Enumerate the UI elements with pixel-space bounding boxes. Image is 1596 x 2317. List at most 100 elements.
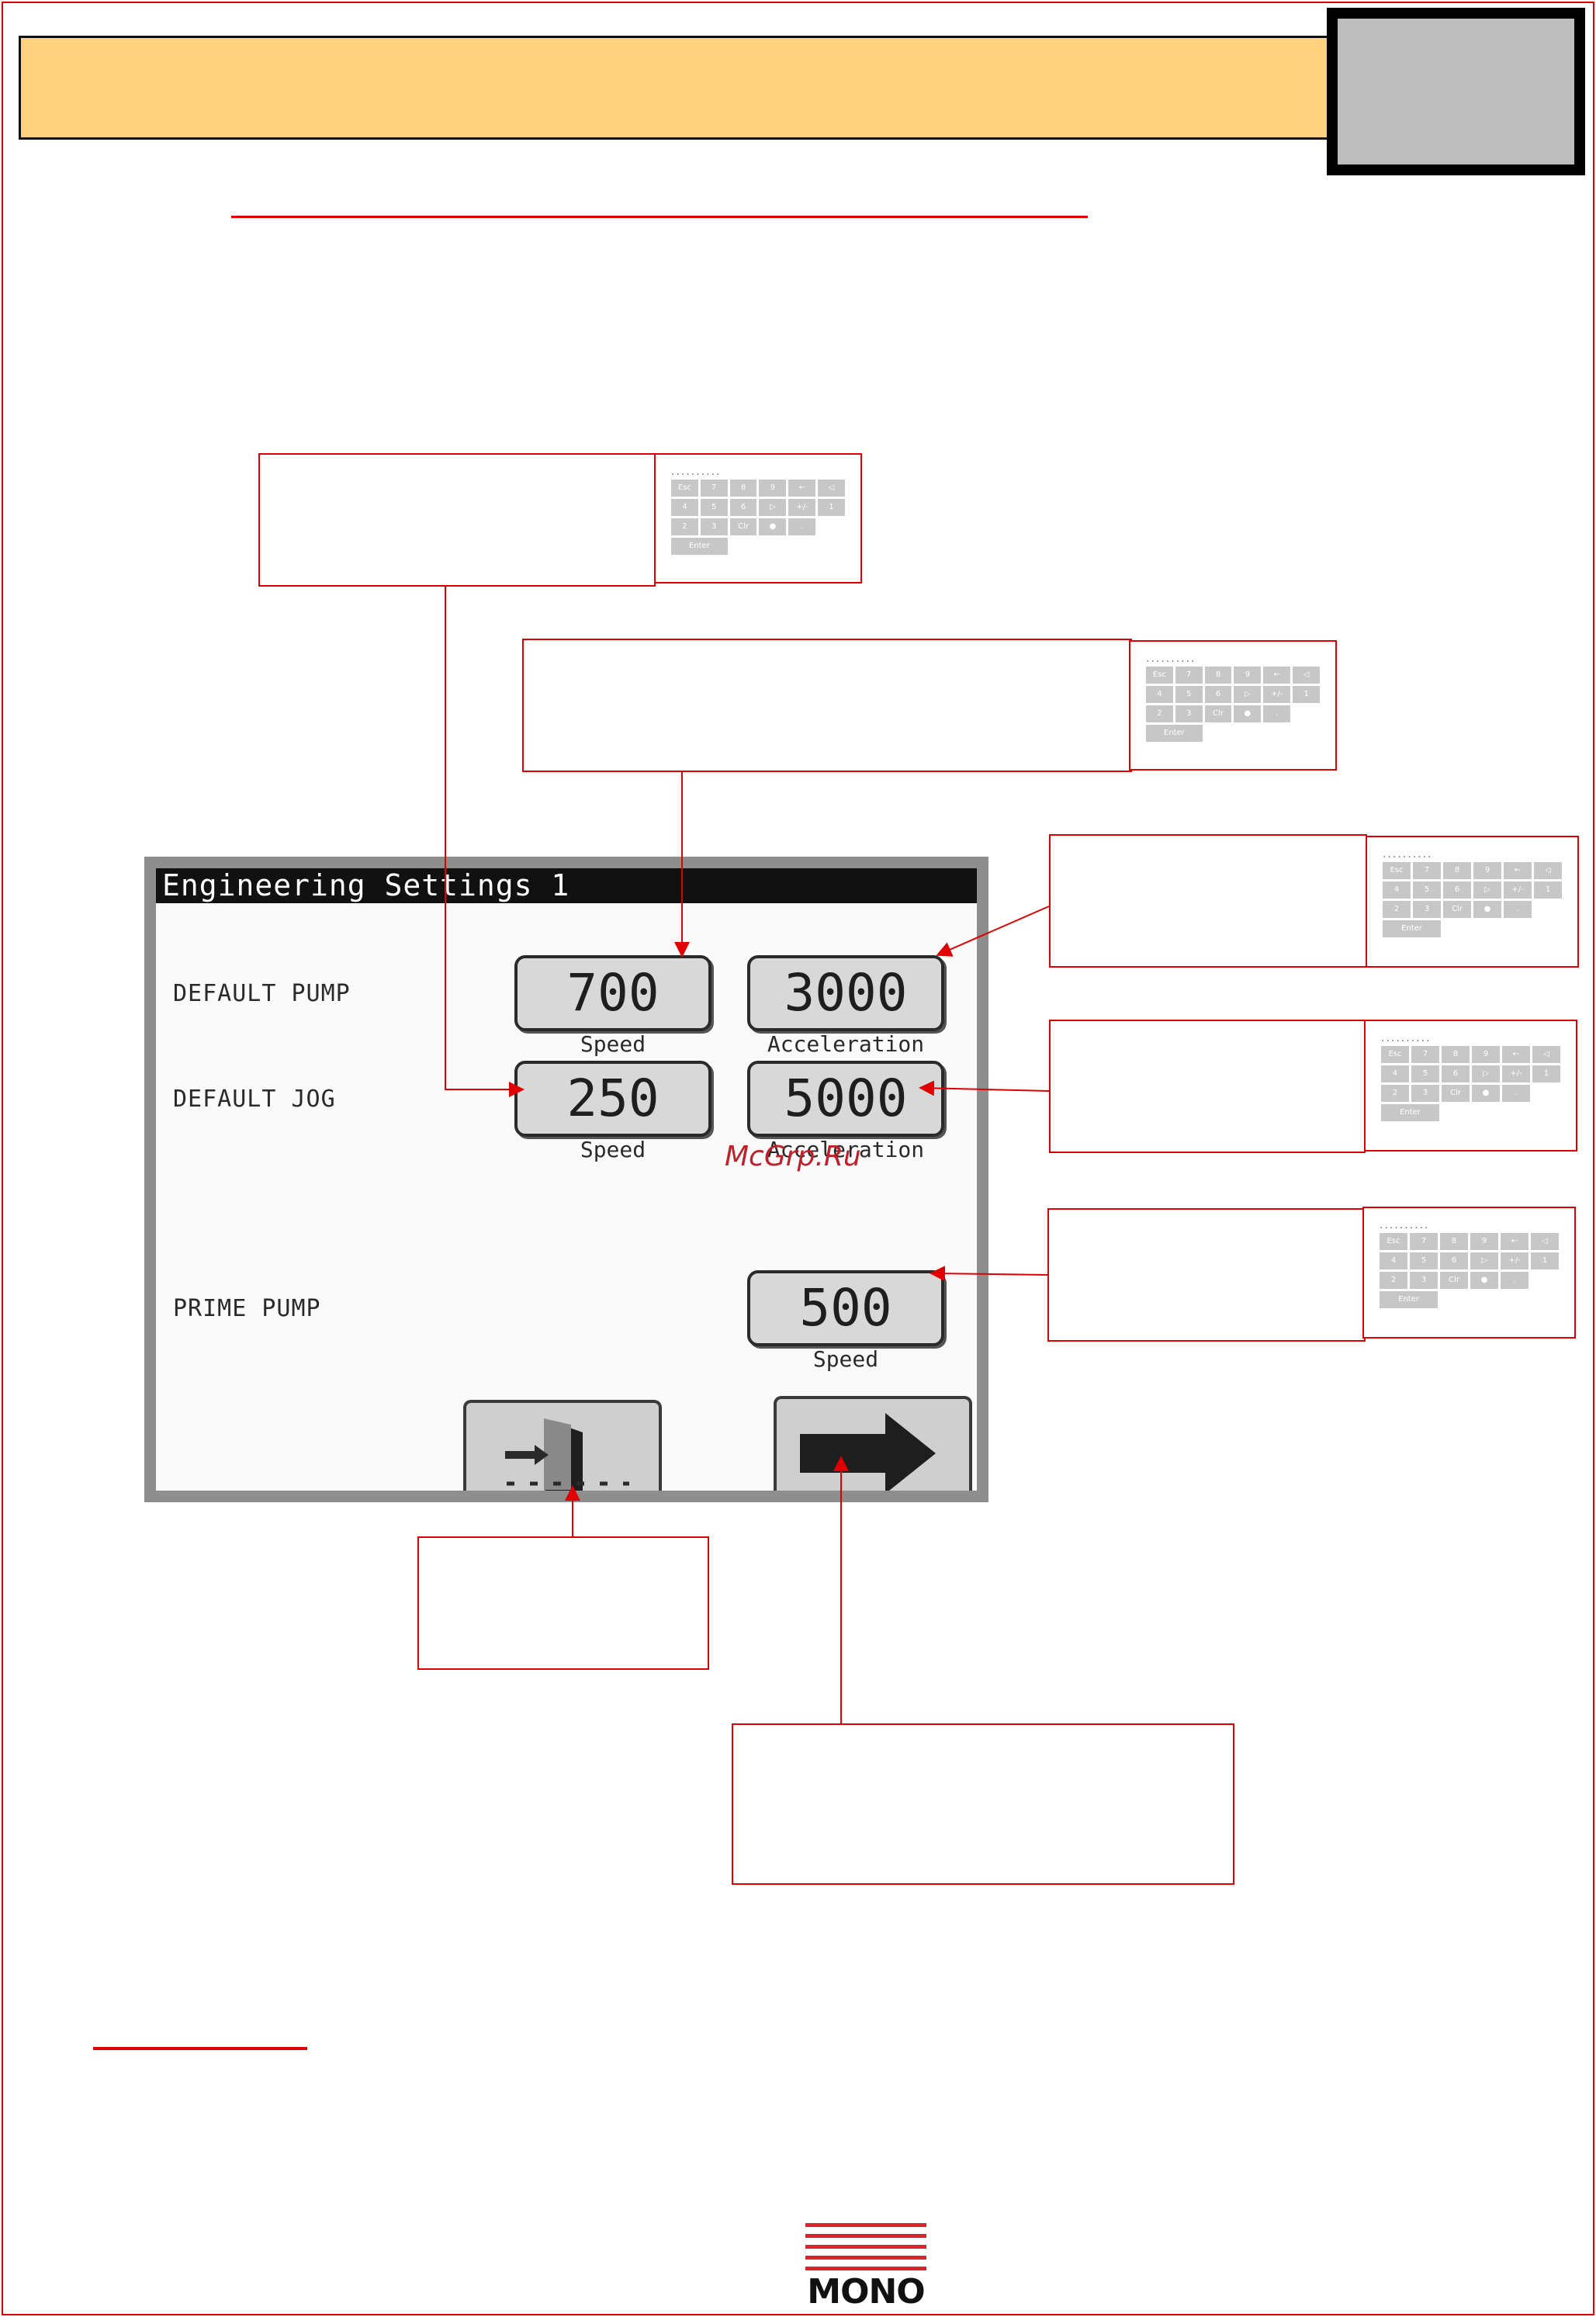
pump-accel-field[interactable]: 3000 xyxy=(747,955,944,1031)
keypad-key: 8 xyxy=(1443,862,1471,879)
keypad-key: 1 xyxy=(1531,1252,1559,1269)
keypad-key: 2 xyxy=(1381,1085,1409,1102)
keypad-key: 1 xyxy=(818,499,845,516)
keypad-key: 6 xyxy=(1204,686,1232,703)
keypad-key: ← xyxy=(1263,667,1291,684)
keypad-key: ◁ xyxy=(1293,667,1320,684)
heading-underline xyxy=(231,216,1088,218)
keypad-key: Clr xyxy=(729,518,757,535)
exit-button[interactable] xyxy=(463,1400,662,1491)
pump-speed-field[interactable]: 700 xyxy=(514,955,711,1031)
keypad-key: 5 xyxy=(1411,1065,1439,1082)
section-underline xyxy=(93,2047,307,2050)
keypad-key: . xyxy=(1501,1272,1528,1289)
keypad-key: 9 xyxy=(1472,1046,1500,1063)
keypad-key: 8 xyxy=(729,480,757,497)
keypad-key: Clr xyxy=(1442,1085,1470,1102)
keypad-key: ▷ xyxy=(1472,1065,1500,1082)
keypad-key: ◁ xyxy=(1532,1046,1560,1063)
logo-stripe xyxy=(805,2234,926,2238)
keypad-key: +/- xyxy=(1501,1252,1528,1269)
logo-stripe xyxy=(805,2245,926,2249)
callout-jog-speed xyxy=(258,453,656,587)
keypad-dots: .......... xyxy=(1383,848,1433,861)
keypad-key: Esc xyxy=(671,480,698,497)
keypad-key: Esc xyxy=(1146,667,1173,684)
keypad-key: 1 xyxy=(1293,686,1320,703)
keypad-key: 4 xyxy=(1146,686,1173,703)
keypad-key: ← xyxy=(788,480,816,497)
pump-accel-unit: Acceleration xyxy=(767,1031,925,1057)
keypad-key: ◁ xyxy=(1534,862,1562,879)
connector-line xyxy=(930,1266,1048,1282)
keypad-key: 6 xyxy=(1442,1065,1470,1082)
keypad-key: 5 xyxy=(700,499,728,516)
hmi-title: Engineering Settings 1 xyxy=(156,868,977,903)
callout-pump-accel xyxy=(1049,834,1367,968)
keypad-key: 2 xyxy=(1380,1272,1407,1289)
keypad-dots: .......... xyxy=(1146,653,1196,665)
keypad-key: +/- xyxy=(1502,1065,1530,1082)
keypad-key: ● xyxy=(1472,1085,1500,1102)
callout-pump-speed xyxy=(522,639,1132,772)
callout-exit-button xyxy=(417,1536,709,1670)
keypad-key: ◁ xyxy=(1531,1233,1559,1250)
logo-stripe xyxy=(805,2267,926,2270)
watermark: McGrp.Ru xyxy=(725,1141,861,1172)
keypad-key: 9 xyxy=(1470,1233,1498,1250)
keypad-key: 2 xyxy=(1383,901,1411,918)
keypad-key: 4 xyxy=(1383,881,1411,899)
keypad-key: ● xyxy=(1234,705,1262,722)
jog-accel-field[interactable]: 5000 xyxy=(747,1061,944,1137)
keypad-key: Clr xyxy=(1443,901,1471,918)
keypad-key: +/- xyxy=(788,499,816,516)
keypad-key: . xyxy=(1504,901,1532,918)
keypad-key: . xyxy=(788,518,816,535)
keypad-key: Esc xyxy=(1381,1046,1409,1063)
logo-stripe xyxy=(805,2223,926,2227)
keypad-key: ▷ xyxy=(759,499,787,516)
keypad-key: 2 xyxy=(1146,705,1173,722)
keypad-key: ● xyxy=(1473,901,1501,918)
keypad-key: 3 xyxy=(1175,705,1203,722)
connector-line xyxy=(445,587,524,1097)
row-label-prime-pump: PRIME PUMP xyxy=(173,1295,321,1322)
keypad-key: 6 xyxy=(1440,1252,1468,1269)
keypad-key: 6 xyxy=(1443,881,1471,899)
keypad-enter-key: Enter xyxy=(1383,920,1441,937)
keypad-key: 3 xyxy=(700,518,728,535)
keypad-dots: .......... xyxy=(1380,1219,1430,1231)
keypad-key: +/- xyxy=(1263,686,1291,703)
prime-speed-unit: Speed xyxy=(812,1346,879,1372)
keypad-enter-key: Enter xyxy=(1146,725,1203,742)
keypad-key: 5 xyxy=(1410,1252,1438,1269)
keypad-key: 4 xyxy=(1381,1065,1409,1082)
keypad-key: 7 xyxy=(1410,1233,1438,1250)
keypad-key: 8 xyxy=(1204,667,1232,684)
keypad-key: Esc xyxy=(1380,1233,1407,1250)
jog-speed-unit: Speed xyxy=(580,1137,646,1162)
keypad-key: 7 xyxy=(1175,667,1203,684)
hmi-screen: Engineering Settings 1 DEFAULT PUMP DEFA… xyxy=(144,857,988,1502)
keypad-key: 9 xyxy=(1234,667,1262,684)
connector-line xyxy=(936,906,1050,957)
keypad-key: 3 xyxy=(1411,1085,1439,1102)
keypad-enter-key: Enter xyxy=(1380,1291,1438,1308)
jog-speed-field[interactable]: 250 xyxy=(514,1061,711,1137)
section-marker-box xyxy=(1327,8,1585,175)
keypad-key: ● xyxy=(759,518,787,535)
keypad-key: 4 xyxy=(1380,1252,1407,1269)
exit-door-icon xyxy=(505,1418,629,1491)
next-button[interactable] xyxy=(774,1396,972,1491)
keypad-key: +/- xyxy=(1504,881,1532,899)
prime-speed-field[interactable]: 500 xyxy=(747,1270,944,1346)
callout-next-button xyxy=(732,1723,1234,1885)
keypad-key: 9 xyxy=(759,480,787,497)
keypad-key: 5 xyxy=(1413,881,1441,899)
